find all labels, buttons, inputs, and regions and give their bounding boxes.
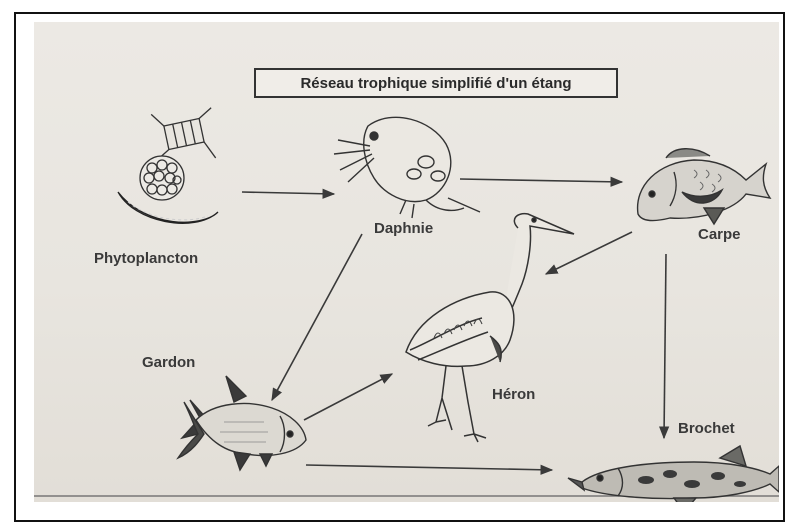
gardon-illustration (178, 376, 306, 470)
diagram-photo: Réseau trophique simplifié d'un étang Ph… (34, 22, 779, 502)
phytoplancton-illustration (118, 102, 222, 223)
arrow-carpe-brochet (664, 254, 666, 438)
brochet-illustration (568, 446, 779, 502)
diagram-title: Réseau trophique simplifié d'un étang (254, 68, 618, 98)
arrow-daphnie-carpe (460, 179, 622, 182)
arrow-daphnie-gardon (272, 234, 362, 400)
carpe-illustration (638, 149, 770, 224)
label-heron: Héron (492, 386, 535, 403)
heron-illustration (406, 214, 574, 442)
arrow-gardon-heron (304, 374, 392, 420)
label-brochet: Brochet (678, 420, 735, 437)
daphnie-illustration (334, 117, 480, 218)
label-carpe: Carpe (698, 226, 741, 243)
arrow-carpe-heron (546, 232, 632, 274)
image-frame: Réseau trophique simplifié d'un étang Ph… (14, 12, 785, 522)
label-daphnie: Daphnie (374, 220, 433, 237)
arrow-gardon-brochet (306, 465, 552, 470)
arrow-phytoplancton-daphnie (242, 192, 334, 194)
label-gardon: Gardon (142, 354, 195, 371)
label-phytoplancton: Phytoplancton (94, 250, 198, 267)
